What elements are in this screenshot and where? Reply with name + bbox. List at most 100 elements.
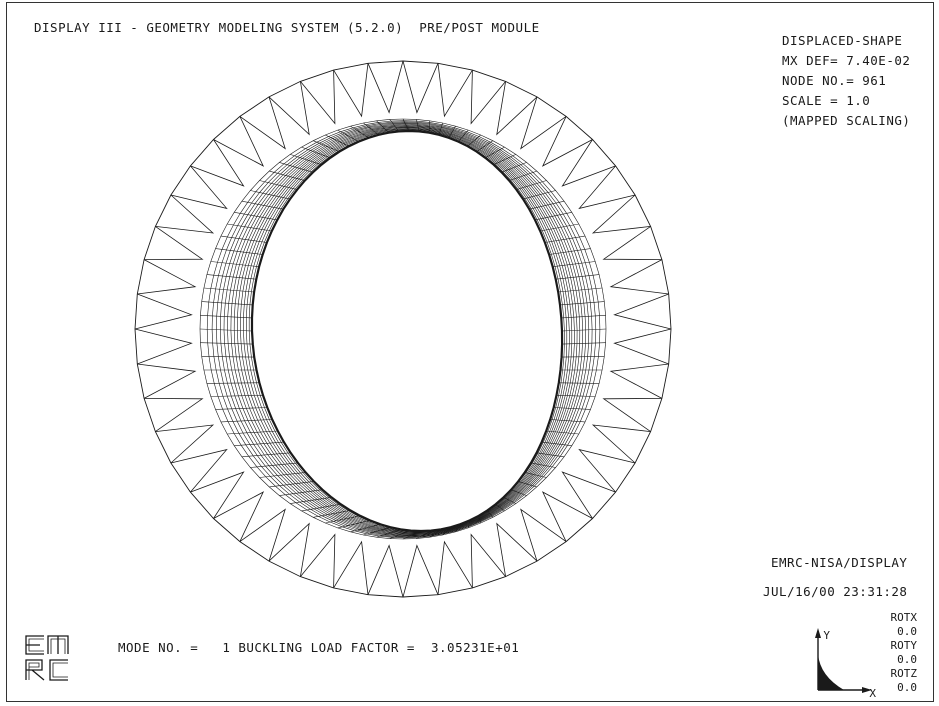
mesh-radial	[501, 162, 527, 173]
rotz-label: ROTZ	[890, 667, 918, 680]
mesh-radial	[511, 489, 527, 496]
mesh-radial	[559, 301, 605, 306]
mesh-radial	[325, 134, 350, 147]
mesh-triangle	[609, 363, 669, 399]
triad-x-label: X	[869, 687, 876, 700]
mesh-radial	[561, 356, 605, 358]
mesh-radial	[234, 212, 278, 221]
mesh-radial	[220, 235, 267, 243]
mesh-radial	[199, 328, 253, 332]
mesh-triangle	[190, 471, 245, 519]
mesh-radial	[416, 119, 420, 132]
mesh-triangle	[402, 60, 439, 114]
mesh-triangle	[134, 293, 193, 330]
mesh-triangle	[367, 60, 404, 114]
mesh-triangle	[578, 165, 636, 210]
mesh-radial	[350, 523, 381, 533]
mesh-radial	[325, 515, 361, 524]
mesh-radial	[241, 200, 284, 210]
mesh-radial	[493, 154, 516, 165]
mesh-radial	[215, 407, 268, 410]
mesh-radial	[301, 503, 341, 512]
header-title: DISPLAY III - GEOMETRY MODELING SYSTEM (…	[34, 20, 540, 35]
mesh-radial	[530, 462, 556, 468]
mesh-radial	[455, 524, 461, 532]
mesh-radial	[416, 530, 432, 539]
mesh-triangle	[170, 448, 228, 493]
mesh-triangle	[520, 96, 567, 150]
outer-boundary	[134, 60, 672, 598]
mesh-radial	[301, 146, 331, 159]
mesh-radial	[389, 530, 411, 539]
mesh-ring	[199, 118, 607, 540]
mesh-radial	[478, 515, 481, 524]
mesh-radial	[561, 328, 607, 332]
timestamp: JUL/16/00 23:31:28	[763, 584, 908, 599]
mesh-triangle	[402, 544, 439, 598]
mesh-ring	[206, 120, 601, 539]
mesh-triangle	[470, 533, 506, 588]
mesh-radial	[227, 430, 278, 435]
mesh-radial	[541, 441, 572, 446]
mesh-radial	[201, 356, 255, 358]
axis-triad-icon	[815, 628, 872, 693]
mesh-triangle	[213, 491, 265, 542]
mesh-radial	[203, 287, 255, 293]
rotz-value: 0.0	[897, 681, 917, 694]
mesh-radial	[458, 129, 469, 142]
mesh-radial	[467, 134, 481, 147]
mesh-radial	[241, 452, 291, 458]
mesh-radial	[215, 248, 263, 255]
mesh-radial	[442, 526, 452, 536]
info-scaling-mode: (MAPPED SCALING)	[782, 113, 911, 128]
mesh-radial	[438, 122, 443, 135]
mesh-radial	[250, 462, 298, 468]
mesh-radial	[553, 407, 591, 410]
mesh-radial	[524, 472, 547, 478]
mesh-triangle	[134, 328, 193, 365]
mesh-triangle	[333, 540, 369, 595]
mesh-triangle	[170, 165, 228, 210]
mesh-triangle	[155, 424, 215, 464]
mesh-radial	[206, 382, 260, 384]
mesh-radial	[337, 129, 359, 142]
mesh-triangle	[137, 363, 197, 399]
mesh-radial	[313, 140, 340, 152]
mesh-triangle	[268, 81, 310, 136]
mesh-radial	[549, 248, 591, 255]
rotx-label: ROTX	[890, 611, 918, 624]
info-scale: SCALE = 1.0	[782, 93, 871, 108]
mesh-radial	[558, 287, 603, 293]
mesh-radial	[546, 430, 579, 435]
mesh-ring	[216, 122, 593, 537]
mesh-radial	[487, 510, 494, 518]
mesh-radial	[337, 520, 371, 529]
mesh-radial	[544, 235, 586, 243]
ring-mesh	[134, 60, 672, 598]
mesh-radial	[376, 120, 389, 133]
mesh-radial	[495, 503, 505, 512]
mesh-triangle	[137, 259, 197, 295]
info-block: DISPLACED-SHAPE MX DEF= 7.40E-02 NODE NO…	[782, 31, 910, 131]
plot-frame	[6, 2, 934, 702]
mesh-radial	[468, 520, 470, 528]
mesh-radial	[234, 441, 284, 446]
mesh-ring	[211, 121, 597, 538]
mesh-triangle	[541, 116, 593, 167]
mesh-radial	[259, 472, 306, 478]
mesh-radial	[363, 526, 391, 536]
roty-value: 0.0	[897, 653, 917, 666]
mesh-triangle	[300, 70, 336, 125]
mesh-triangle	[470, 70, 506, 125]
mesh-triangle	[561, 471, 616, 519]
mesh-radial	[210, 395, 264, 397]
mesh-triangle	[591, 194, 651, 234]
mesh-radial	[558, 382, 600, 384]
mesh-radial	[376, 529, 401, 538]
mesh-triangle	[602, 398, 662, 432]
mesh-triangle	[144, 398, 204, 432]
mesh-triangle	[300, 533, 336, 588]
mesh-radial	[350, 125, 369, 139]
mesh-radial	[402, 118, 410, 132]
